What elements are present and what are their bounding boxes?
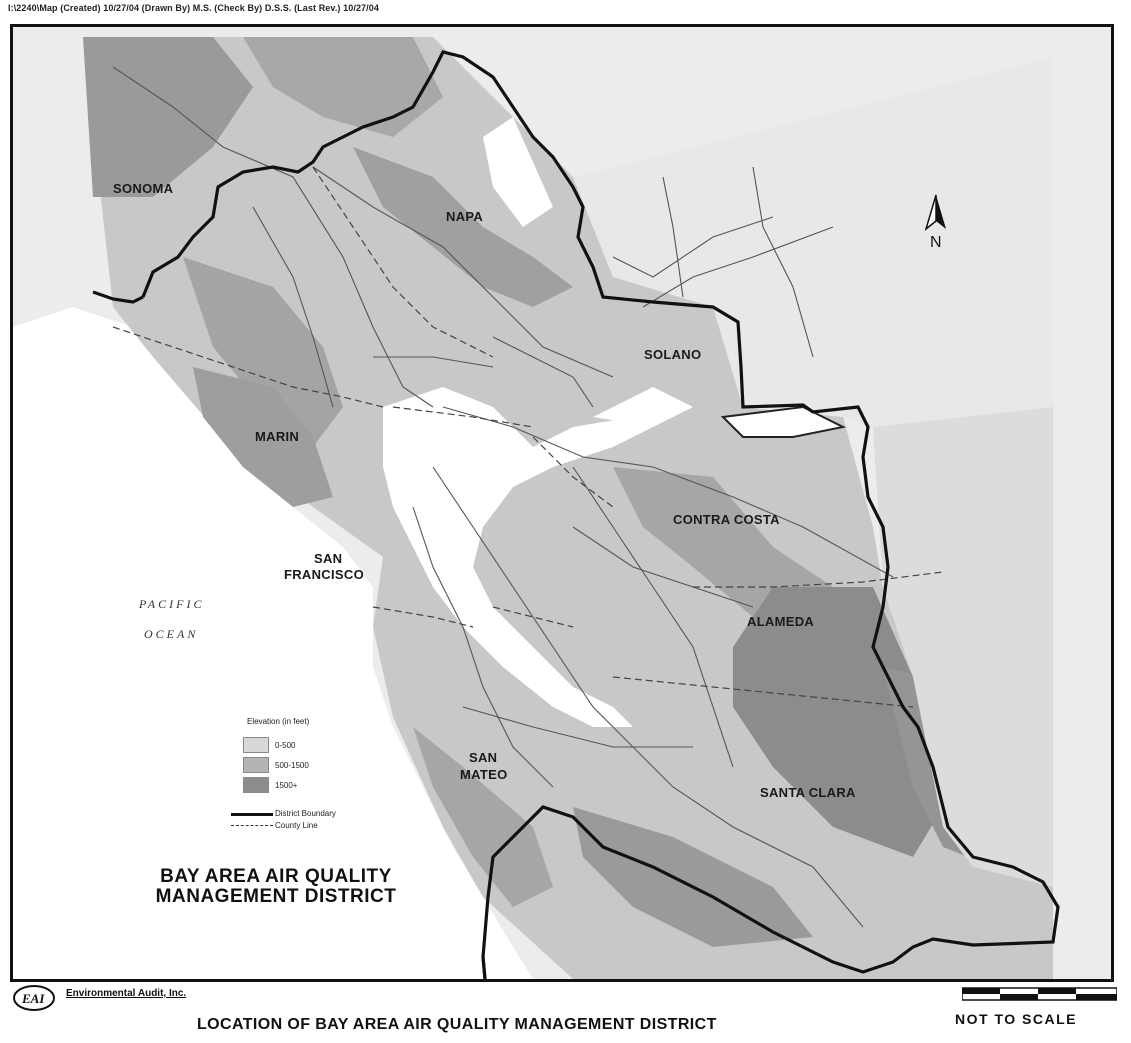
- north-arrow-icon: N: [924, 194, 946, 251]
- county-label-marin: MARIN: [255, 429, 300, 444]
- county-label-san-mateo-line2: MATEO: [460, 767, 508, 782]
- north-arrow: N: [918, 187, 958, 257]
- county-label-san-francisco-line1: SAN: [314, 551, 343, 566]
- legend-label-mid: 500-1500: [275, 761, 309, 770]
- legend-label-county: County Line: [275, 821, 318, 830]
- map-title: BAY AREA AIR QUALITY MANAGEMENT DISTRICT: [116, 867, 436, 907]
- legend-swatch-high: [243, 777, 269, 793]
- map-title-line1: BAY AREA AIR QUALITY: [160, 866, 392, 887]
- legend-swatch-mid: [243, 757, 269, 773]
- legend-label-district: District Boundary: [275, 809, 336, 818]
- ocean-label-line1: PACIFIC: [139, 597, 205, 611]
- county-label-santa-clara: SANTA CLARA: [760, 785, 856, 800]
- company-name: Environmental Audit, Inc.: [66, 988, 187, 999]
- legend-title: Elevation (in feet): [247, 717, 310, 726]
- eai-logo-icon: EAI: [13, 985, 55, 1011]
- map-legend: Elevation (in feet) 0-500 500-1500 1500+…: [231, 717, 401, 867]
- company-logo: EAI: [12, 984, 58, 1012]
- legend-label-low: 0-500: [275, 741, 296, 750]
- county-label-solano: SOLANO: [644, 347, 702, 362]
- scale-note: NOT TO SCALE: [955, 1011, 1077, 1027]
- county-label-alameda: ALAMEDA: [747, 614, 815, 629]
- legend-label-high: 1500+: [275, 781, 298, 790]
- legend-swatch-low: [243, 737, 269, 753]
- legend-line-county: [231, 825, 273, 826]
- ocean-label-line2: OCEAN: [144, 627, 199, 641]
- logo-text: EAI: [21, 991, 45, 1006]
- figure-title: LOCATION OF BAY AREA AIR QUALITY MANAGEM…: [197, 1016, 717, 1033]
- north-arrow-label: N: [930, 234, 942, 251]
- county-label-san-francisco-line2: FRANCISCO: [284, 567, 364, 582]
- county-label-san-mateo-line1: SAN: [469, 750, 498, 765]
- map-frame: SONOMA NAPA SOLANO MARIN CONTRA COSTA SA…: [10, 24, 1114, 982]
- scale-bar: [962, 987, 1117, 1001]
- county-label-contra-costa: CONTRA COSTA: [673, 512, 780, 527]
- legend-line-district: [231, 813, 273, 816]
- county-label-sonoma: SONOMA: [113, 181, 174, 196]
- county-label-napa: NAPA: [446, 209, 484, 224]
- map-metadata-header: I:\2240\Map (Created) 10/27/04 (Drawn By…: [8, 3, 379, 13]
- bay-area-map: [13, 27, 1111, 979]
- map-title-line2: MANAGEMENT DISTRICT: [155, 886, 397, 907]
